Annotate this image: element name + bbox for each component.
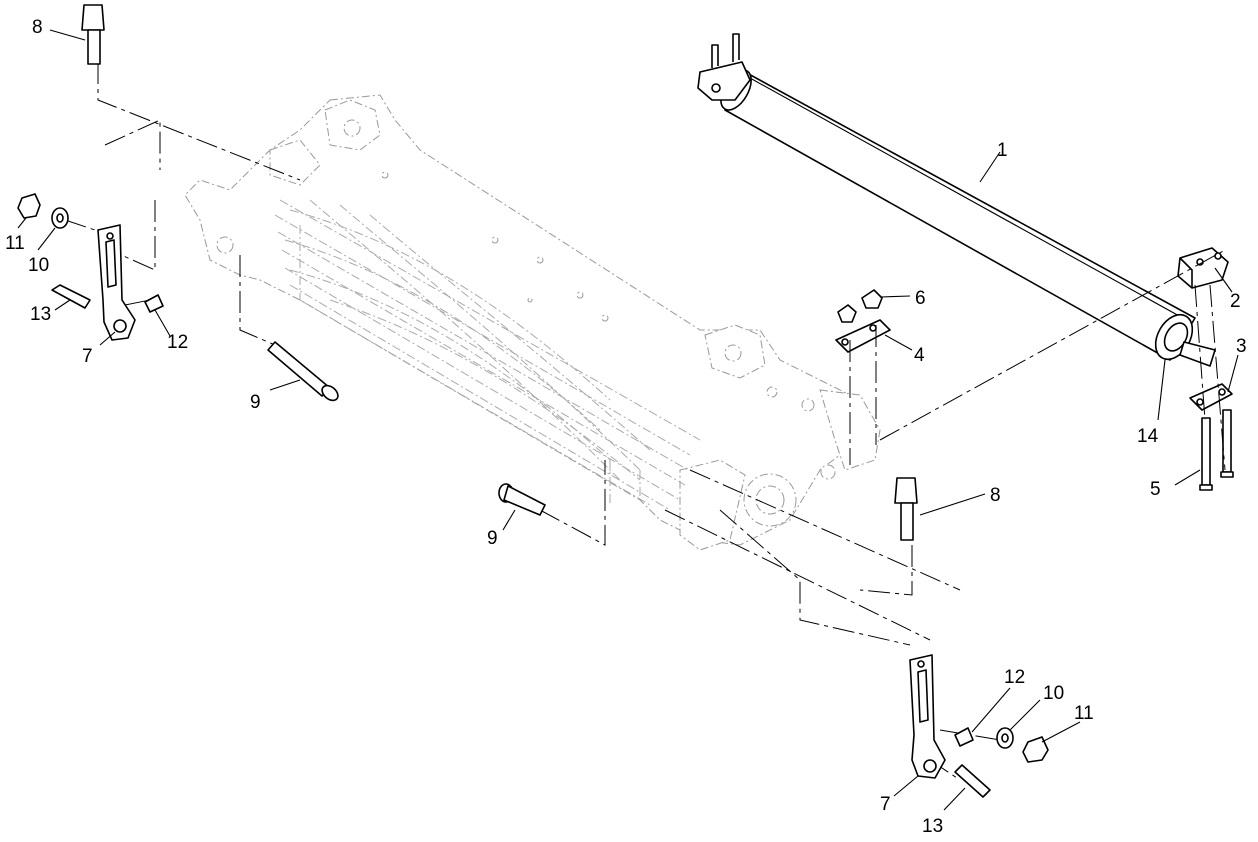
callout-5: 5 [1150,479,1161,500]
callout-12-left: 12 [167,332,188,353]
roller-clamp [1177,247,1229,289]
assembly-lines [64,62,1226,781]
callout-11-left: 11 [5,233,25,254]
callout-7-right: 7 [880,794,891,815]
callout-1: 1 [997,140,1008,161]
pin-9-left [267,341,339,402]
bracket-plate [835,289,891,353]
callout-8-left: 8 [32,17,43,38]
callout-13-left: 13 [30,304,51,325]
callout-8-right: 8 [990,485,1001,506]
callout-11-right: 11 [1074,703,1094,724]
adjuster-arm-right [909,654,946,779]
roller-assembly [697,33,1196,361]
hardware-right [954,727,1049,798]
bolt-8-right [894,477,918,541]
callout-10-right: 10 [1043,683,1064,704]
bolt-8-left [81,4,105,65]
callout-9-center: 9 [487,528,498,549]
callout-10-left: 10 [28,255,49,276]
callout-3: 3 [1236,336,1247,357]
callout-6: 6 [915,288,926,309]
callout-2: 2 [1230,291,1241,312]
roller-bearing [1154,313,1216,367]
callout-labels: 1 2 3 4 5 6 7 7 8 8 9 9 10 10 11 11 12 1… [5,17,1247,837]
adjuster-arm-left [97,224,136,341]
callout-4: 4 [914,345,925,366]
reel-frame-ghost [184,94,881,551]
callout-12-right: 12 [1004,667,1025,688]
leader-lines [17,29,1239,811]
callout-7-left: 7 [82,346,93,367]
pin-9-center [498,483,546,516]
roller-bolts [1199,409,1234,491]
hardware-left [17,193,164,313]
callout-9-left: 9 [250,392,261,413]
roller-plate [1189,383,1233,411]
callout-14: 14 [1137,426,1159,447]
callout-13-right: 13 [922,816,943,837]
reel-blades-ghost [274,199,701,511]
